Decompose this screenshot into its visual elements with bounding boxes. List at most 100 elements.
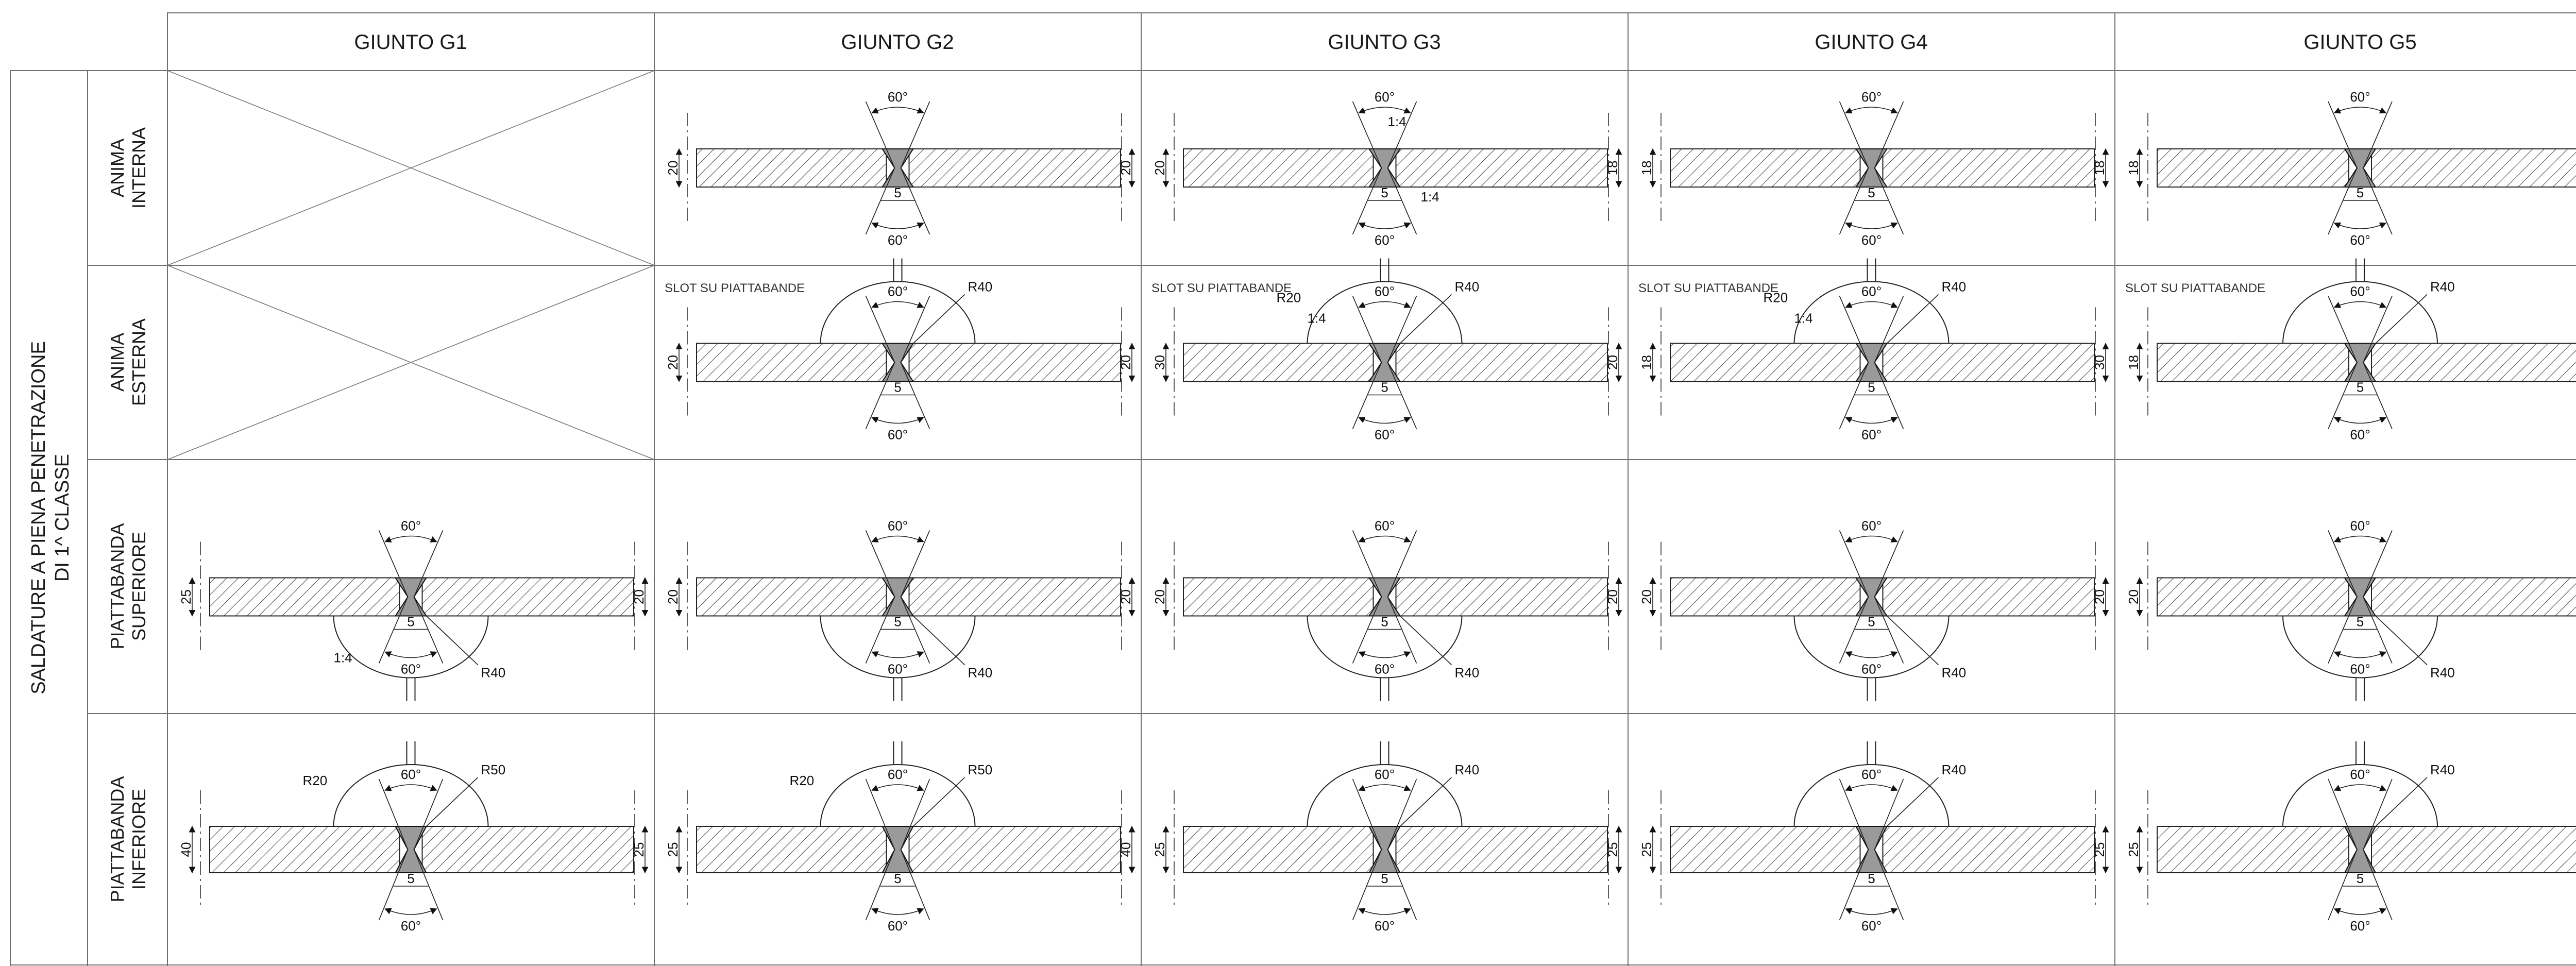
bevel-line [900,530,930,597]
thickness-left-label: 40 [178,842,194,857]
plate-left [2157,577,2349,617]
plate-left [1670,148,1861,188]
bevel-line [1387,167,1417,235]
empty-cell-anima-esterna-g1 [167,265,655,460]
plate-right [1882,826,2095,873]
radius-label: R40 [481,665,506,681]
thickness-left-label: 18 [2126,161,2141,176]
angle-bottom-label: 60° [1861,232,1882,248]
row-label-line1: ANIMA [107,333,128,392]
gap-label: 5 [1868,614,1875,630]
thickness-left-label: 18 [1639,161,1654,176]
plate-right [1395,826,1608,873]
taper-label: 1:4 [334,650,352,666]
radius-label: R40 [1455,279,1480,295]
column-header-g5: GIUNTO G5 [2303,31,2416,54]
angle-top-label: 60° [888,767,908,782]
thickness-right-label: 30 [2092,355,2107,370]
slot-arc [1307,281,1463,344]
gap-label: 5 [1868,871,1875,886]
plate-left [1670,577,1861,617]
angle-top-label: 60° [1861,284,1882,299]
slot-note: SLOT SU PIATTABANDE [665,281,805,295]
plate-right [1395,577,1608,617]
thickness-left-label: 20 [1152,589,1167,604]
plate-right [908,148,1121,188]
thickness-left-label: 20 [1152,161,1167,176]
thickness-left-label: 20 [665,355,681,370]
row-label-piattabanda-superiore: PIATTABANDA SUPERIORE [107,523,149,650]
bevel-line [865,597,895,664]
plate-right [908,577,1121,617]
taper-top-label: 1:4 [1388,114,1406,129]
thickness-left-label: 18 [1639,355,1654,370]
angle-arc-top [384,784,437,791]
angle-top-label: 60° [401,767,421,782]
bevel-line [1352,778,1382,850]
bevel-line [1387,362,1417,429]
radius-leader [1886,777,1939,827]
thickness-right-label: 18 [2092,161,2107,176]
bevel-line [1839,296,1869,363]
row-label-line2: INTERNA [128,127,149,209]
radius-label: R50 [968,762,993,777]
bevel-line [2363,530,2393,597]
angle-top-label: 60° [1375,767,1395,782]
angle-top-label: 60° [2350,767,2370,782]
angle-bottom-label: 60° [888,662,908,677]
bevel-line [2328,101,2358,168]
angle-bottom-label: 60° [1375,427,1395,443]
bevel-line [900,849,930,921]
bevel-line [865,778,895,850]
plate-left [1183,343,1374,382]
angle-arc-top [1845,784,1898,791]
angle-bottom-label: 60° [2350,232,2370,248]
thickness-left-label: 25 [1639,842,1654,857]
row-label-anima-interna: ANIMA INTERNA [107,127,149,209]
slot-arc [333,764,489,827]
bevel-line [1352,362,1382,429]
slot-arc [1793,281,1950,344]
plate-left [696,343,887,382]
plate-left [2157,148,2349,188]
bevel-line [2363,362,2393,429]
plate-right [908,826,1121,873]
plate-right [1882,343,2095,382]
gap-label: 5 [1381,614,1388,630]
angle-top-label: 60° [1375,89,1395,105]
bevel-line [1352,849,1382,921]
gap-label: 5 [894,185,901,200]
angle-bottom-label: 60° [888,427,908,443]
row-label-piattabanda-inferiore: PIATTABANDA INFERIORE [107,776,149,903]
plate-right [1395,148,1608,188]
bevel-line [2363,849,2393,921]
row-label-line2: ESTERNA [128,318,149,406]
row-label-line1: ANIMA [107,139,128,197]
angle-arc-bottom [1358,222,1411,229]
bevel-line [1387,296,1417,363]
thickness-left-label: 25 [2126,842,2141,857]
radius2-label: R20 [790,773,815,788]
radius-label: R40 [1455,762,1480,777]
plate-left [1183,577,1374,617]
thickness-right-label: 18 [1605,161,1620,176]
radius-leader [426,777,479,827]
angle-arc-top [2333,784,2387,791]
bevel-line [865,849,895,921]
slot-arc [333,616,489,679]
column-header-g1: GIUNTO G1 [354,31,467,54]
angle-top-label: 60° [1375,518,1395,534]
bevel-line [1874,849,1904,921]
gap-label: 5 [894,380,901,395]
thickness-left-label: 18 [2126,355,2141,370]
weld-detail-r2-g5: 60°60°51818R40SLOT SU PIATTABANDE [2125,258,2576,443]
thickness-left-label: 25 [665,842,681,857]
bevel-line [1839,597,1869,664]
bevel-line [2363,597,2393,664]
